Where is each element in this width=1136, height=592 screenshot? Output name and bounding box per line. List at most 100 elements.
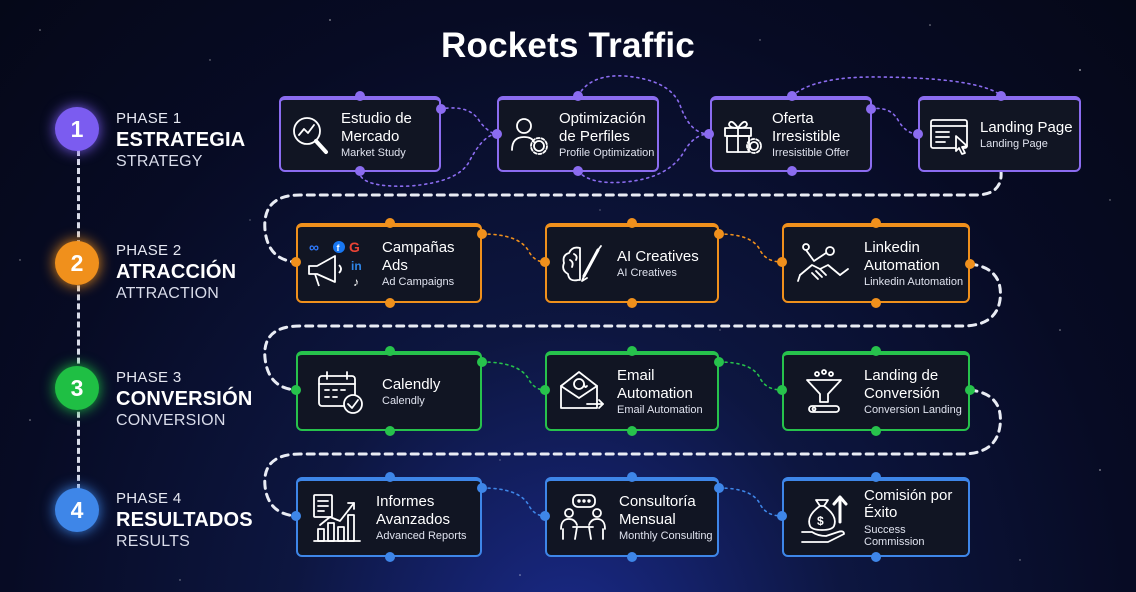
- connector-dot: [965, 259, 975, 269]
- connector-dot: [385, 298, 395, 308]
- connector-dot: [871, 552, 881, 562]
- envelope-arrow-icon: [547, 368, 617, 416]
- card-title: Oferta Irresistible: [772, 110, 841, 145]
- connector-dot: [866, 104, 876, 114]
- connector-dot: [627, 552, 637, 562]
- calendar-check-icon: [298, 368, 382, 416]
- megaphone-social-icon: ∞ f G in ♪: [298, 236, 382, 292]
- connector-dot: [777, 511, 787, 521]
- phase-4-heading: PHASE 4 RESULTADOS RESULTS: [116, 491, 253, 550]
- card-title: Optimización de Perfiles: [559, 110, 646, 145]
- card-subtitle: Advanced Reports: [376, 529, 467, 542]
- connector-dot: [965, 385, 975, 395]
- user-gear-icon: [499, 112, 559, 158]
- report-chart-icon: [298, 491, 376, 545]
- connector-dot: [540, 385, 550, 395]
- connector-dot: [787, 166, 797, 176]
- connector-dot: [385, 346, 395, 356]
- connector-dot: [871, 426, 881, 436]
- connector-dot: [492, 129, 502, 139]
- svg-text:in: in: [351, 259, 362, 273]
- connector-dot: [777, 385, 787, 395]
- connector-dot: [627, 298, 637, 308]
- connector-dot: [540, 257, 550, 267]
- card-subtitle: Profile Optimization: [559, 146, 655, 159]
- connector-dot: [627, 218, 637, 228]
- connector-dot: [871, 346, 881, 356]
- phase-2-heading: PHASE 2 ATRACCIÓN ATTRACTION: [116, 243, 236, 302]
- phase-timeline-rail: [77, 150, 80, 508]
- phase-name: ATRACCIÓN: [116, 261, 237, 283]
- connector-dot: [871, 298, 881, 308]
- phase-1-badge: 1: [55, 107, 99, 151]
- browser-cursor-icon: [920, 112, 980, 158]
- card-title: Informes Avanzados: [376, 493, 450, 528]
- phase-label: PHASE 2: [116, 242, 182, 259]
- phase-name: CONVERSIÓN: [116, 388, 253, 410]
- phase-subtitle: ATTRACTION: [116, 285, 220, 302]
- phase-subtitle: CONVERSION: [116, 412, 226, 429]
- card-subtitle: Linkedin Automation: [864, 275, 964, 288]
- phase-1-heading: PHASE 1 ESTRATEGIA STRATEGY: [116, 111, 245, 170]
- phase-label: PHASE 1: [116, 110, 182, 127]
- card-subtitle: Email Automation: [617, 403, 703, 416]
- connector-dot: [385, 218, 395, 228]
- card-title: Email Automation: [617, 367, 693, 402]
- robot-handshake-icon: [784, 239, 864, 289]
- connector-dot: [477, 229, 487, 239]
- connector-dot: [385, 426, 395, 436]
- svg-text:$: $: [817, 514, 824, 528]
- svg-text:f: f: [337, 243, 341, 253]
- phase-3-heading: PHASE 3 CONVERSIÓN CONVERSION: [116, 370, 252, 429]
- meeting-icon: [547, 493, 619, 543]
- connector-dot: [573, 91, 583, 101]
- connector-dot: [871, 472, 881, 482]
- card-subtitle: Irresistible Offer: [772, 146, 850, 159]
- connector-dot: [714, 229, 724, 239]
- card-title: Calendly: [382, 376, 441, 394]
- card-subtitle: Success Commission: [864, 523, 925, 549]
- page-title: Rockets Traffic: [441, 26, 695, 65]
- connector-dot: [714, 483, 724, 493]
- connector-dot: [355, 91, 365, 101]
- card-title: Consultoría Mensual: [619, 493, 696, 528]
- card-subtitle: Ad Campaigns: [382, 275, 455, 288]
- connector-dot: [996, 91, 1006, 101]
- connector-dot: [291, 385, 301, 395]
- connector-dot: [291, 511, 301, 521]
- phase-subtitle: RESULTS: [116, 533, 191, 550]
- connector-dot: [436, 104, 446, 114]
- phase-name: ESTRATEGIA: [116, 129, 246, 151]
- connector-dot: [573, 166, 583, 176]
- phase-4-badge: 4: [55, 488, 99, 532]
- card-title: Campañas Ads: [382, 239, 455, 274]
- phase-name: RESULTADOS: [116, 509, 253, 531]
- connector-dot: [291, 257, 301, 267]
- card-subtitle: Landing Page: [980, 138, 1048, 151]
- card-title: Landing Page: [980, 119, 1073, 137]
- connector-dot: [777, 257, 787, 267]
- connector-dot: [627, 346, 637, 356]
- card-subtitle: Market Study: [341, 146, 406, 159]
- card-subtitle: AI Creatives: [617, 267, 677, 280]
- connector-dot: [540, 511, 550, 521]
- gift-gear-icon: [712, 112, 772, 158]
- connector-dot: [627, 472, 637, 482]
- funnel-icon: [784, 368, 864, 416]
- connector-dot: [704, 129, 714, 139]
- phase-label: PHASE 3: [116, 369, 182, 386]
- svg-text:G: G: [349, 239, 360, 255]
